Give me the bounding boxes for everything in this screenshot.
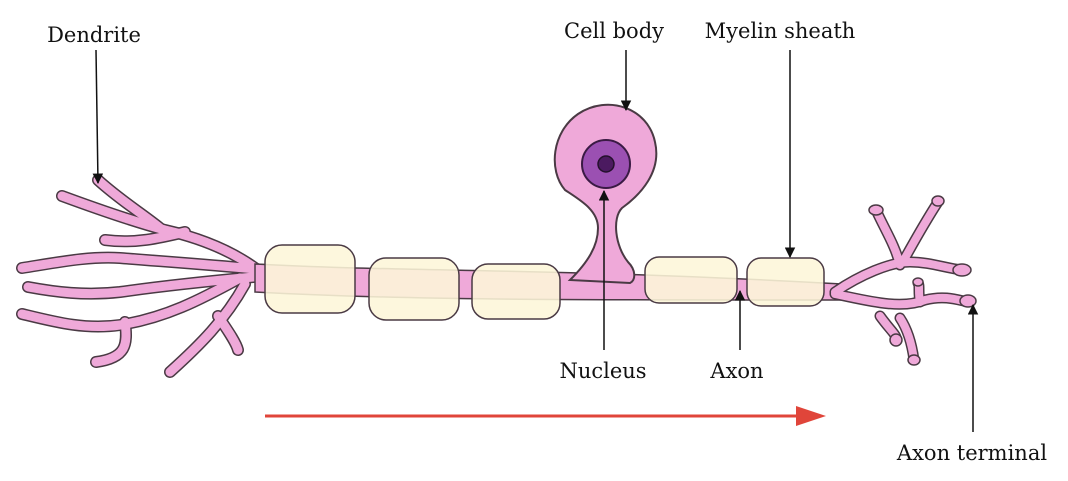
myelin-segment [644,256,738,304]
dendrite-leader [92,49,104,185]
myelin-segment [368,257,460,321]
nucleolus [597,155,615,173]
myelin-segment [746,257,825,307]
dendrite-label: Dendrite [47,23,141,47]
myelin-sheath-label: Myelin sheath [705,19,856,43]
cell-body [553,103,658,285]
cell-body-label: Cell body [564,19,664,43]
labels: Dendrite Cell body Myelin sheath Nucleus… [47,19,1047,465]
myelin-segment [264,244,356,314]
axon-terminals [829,195,977,366]
nucleus-label: Nucleus [559,359,646,383]
axon-terminal-label: Axon terminal [896,441,1047,465]
leader-lines [92,49,979,432]
signal-direction-arrow [265,406,826,426]
myelin-segment [471,263,561,320]
axon-label: Axon [709,359,763,383]
dendrites [16,174,271,378]
